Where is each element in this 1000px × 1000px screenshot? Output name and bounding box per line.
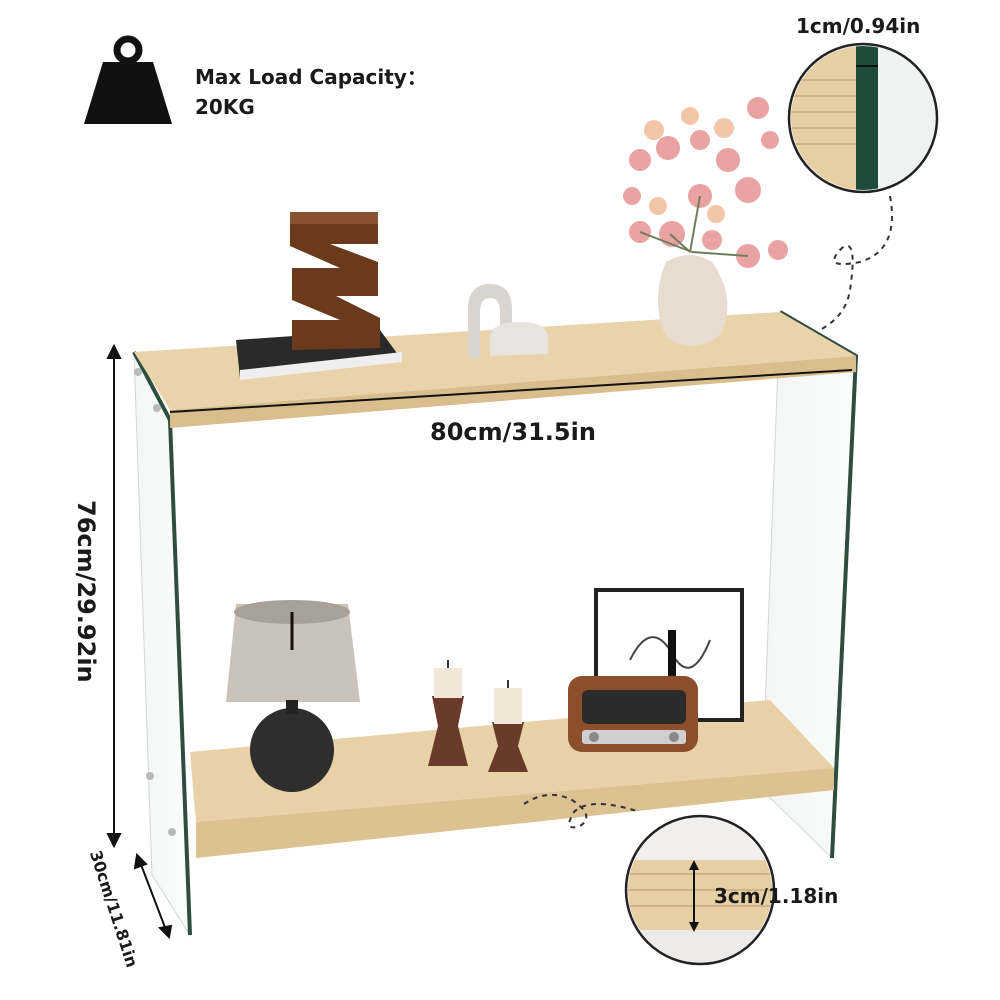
table-lamp bbox=[226, 600, 360, 792]
glass-thickness-label: 1cm/0.94in bbox=[796, 14, 921, 38]
height-dimension-line bbox=[106, 343, 122, 849]
max-load-title: Max Load Capacity： bbox=[195, 65, 427, 89]
shelf-thickness-callout bbox=[523, 793, 776, 966]
width-dimension-label: 80cm/31.5in bbox=[430, 418, 596, 446]
depth-dimension-line bbox=[133, 852, 173, 940]
ceramic-arch bbox=[468, 284, 548, 358]
wood-sculpture bbox=[290, 212, 380, 350]
flower-vase bbox=[623, 97, 788, 346]
max-load-value: 20KG bbox=[195, 95, 255, 119]
candle-holder-right bbox=[488, 680, 528, 772]
candle-holder-left bbox=[428, 660, 468, 766]
shelf-thickness-label: 3cm/1.18in bbox=[714, 884, 839, 908]
max-load-label: Max Load Capacity： 20KG bbox=[195, 62, 427, 122]
retro-radio bbox=[568, 676, 698, 752]
height-dimension-label: 76cm/29.92in bbox=[72, 500, 100, 683]
glass-thickness-callout bbox=[787, 42, 939, 331]
weight-icon bbox=[84, 35, 172, 124]
left-glass-panel bbox=[132, 351, 192, 937]
